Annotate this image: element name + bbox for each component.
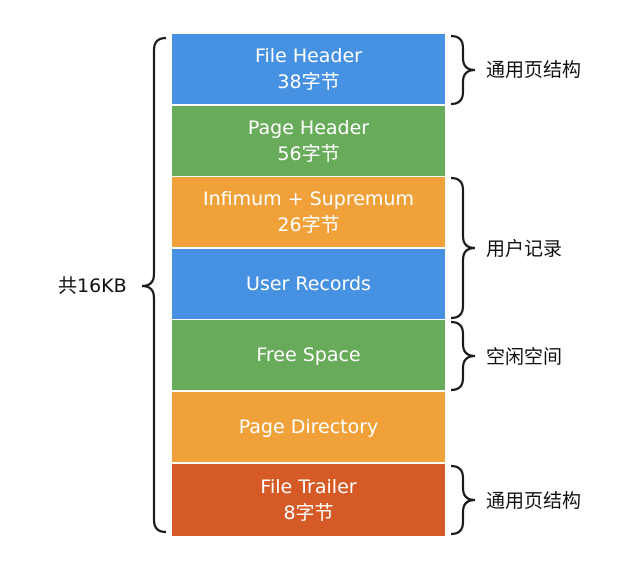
total-brace (141, 36, 167, 534)
page-header-block: Page Header 56字节 (172, 106, 445, 176)
user-records-block: User Records (172, 249, 445, 319)
block-size: 56字节 (277, 143, 340, 165)
group-brace-file-header (450, 34, 476, 106)
block-name: Page Header (247, 117, 370, 139)
free-space-block: Free Space (172, 320, 445, 390)
block-name: Page Directory (238, 416, 379, 438)
block-size: 38字节 (277, 71, 340, 93)
block-name: Free Space (256, 344, 361, 366)
block-size: 8字节 (283, 502, 334, 524)
block-size: 26字节 (277, 214, 340, 236)
group-label-common-structure-top: 通用页结构 (486, 59, 582, 81)
page-directory-block: Page Directory (172, 392, 445, 462)
block-name: User Records (246, 273, 371, 295)
group-brace-file-trailer (450, 464, 476, 536)
total-size-label: 共16KB (58, 275, 127, 297)
infimum-supremum-block: Infimum + Supremum 26字节 (172, 177, 445, 247)
group-brace-free-space (450, 320, 476, 392)
block-name: File Header (254, 45, 362, 67)
group-label-user-records: 用户记录 (486, 238, 563, 260)
block-name: File Trailer (260, 476, 357, 498)
block-name: Infimum + Supremum (203, 188, 414, 210)
group-label-common-structure-bottom: 通用页结构 (486, 490, 582, 512)
file-trailer-block: File Trailer 8字节 (172, 464, 445, 536)
group-label-free-space: 空闲空间 (486, 346, 563, 368)
group-brace-user-records (450, 176, 476, 320)
file-header-block: File Header 38字节 (172, 34, 445, 104)
